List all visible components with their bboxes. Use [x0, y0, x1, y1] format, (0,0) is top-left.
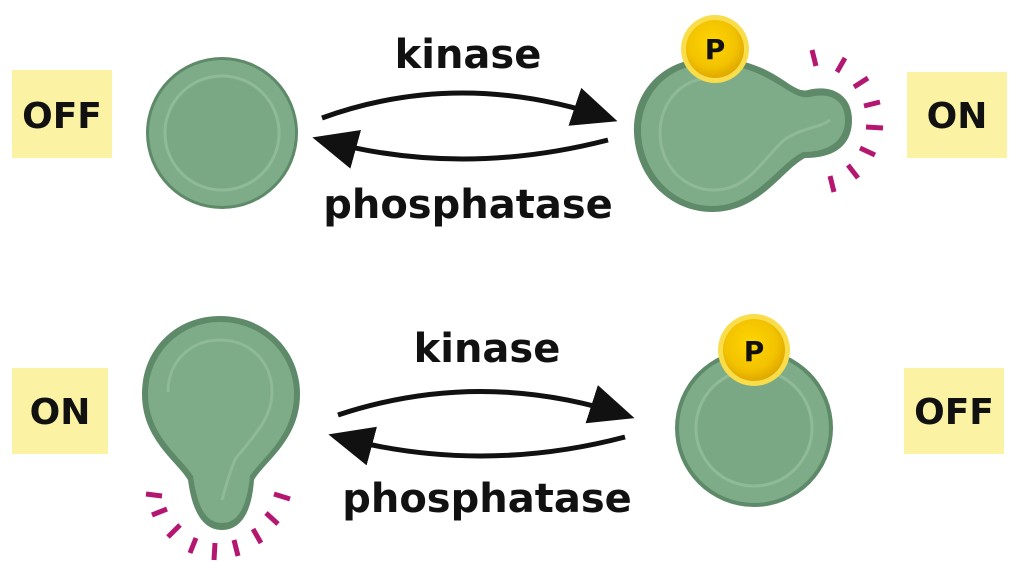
phosphate-group-top: P [681, 15, 749, 83]
label-box-background [12, 70, 112, 158]
label-box-background [904, 368, 1004, 454]
phosphate-label: P [705, 33, 726, 66]
activity-rays-top [809, 49, 884, 193]
label-box-background [12, 368, 108, 454]
forward-arrow-kinase [321, 87, 618, 126]
enzyme-label-phosphatase: phosphatase [323, 182, 613, 228]
top-right-state-box: ON [907, 72, 1007, 158]
enzyme-label-kinase: kinase [395, 32, 542, 78]
reverse-arrow-phosphatase [312, 129, 609, 169]
top-left-state-box: OFF [12, 70, 112, 158]
enzyme-label-phosphatase: phosphatase [342, 476, 632, 522]
top-row: OFF kinase phosphatase P [12, 15, 1007, 228]
bottom-left-state-box: ON [12, 368, 108, 454]
state-label-off: OFF [914, 392, 994, 433]
enzyme-label-kinase: kinase [414, 326, 561, 372]
label-box-background [907, 72, 1007, 158]
protein-active-knob-right [633, 58, 852, 212]
activity-rays-bottom [145, 491, 291, 561]
phosphate-label: P [744, 335, 765, 368]
protein-inactive-round-phosphorylated [675, 349, 833, 507]
bottom-right-state-box: OFF [904, 368, 1004, 454]
protein-inactive-round [146, 57, 298, 209]
state-label-off: OFF [22, 96, 102, 137]
reverse-arrow-phosphatase [328, 426, 626, 466]
phosphate-group-bottom: P [718, 314, 790, 386]
protein-active-knob-bottom [142, 316, 300, 530]
forward-arrow-kinase [337, 385, 635, 424]
bottom-row: ON kinase phosphatase [12, 314, 1004, 561]
state-label-on: ON [927, 96, 988, 137]
state-label-on: ON [30, 392, 91, 433]
